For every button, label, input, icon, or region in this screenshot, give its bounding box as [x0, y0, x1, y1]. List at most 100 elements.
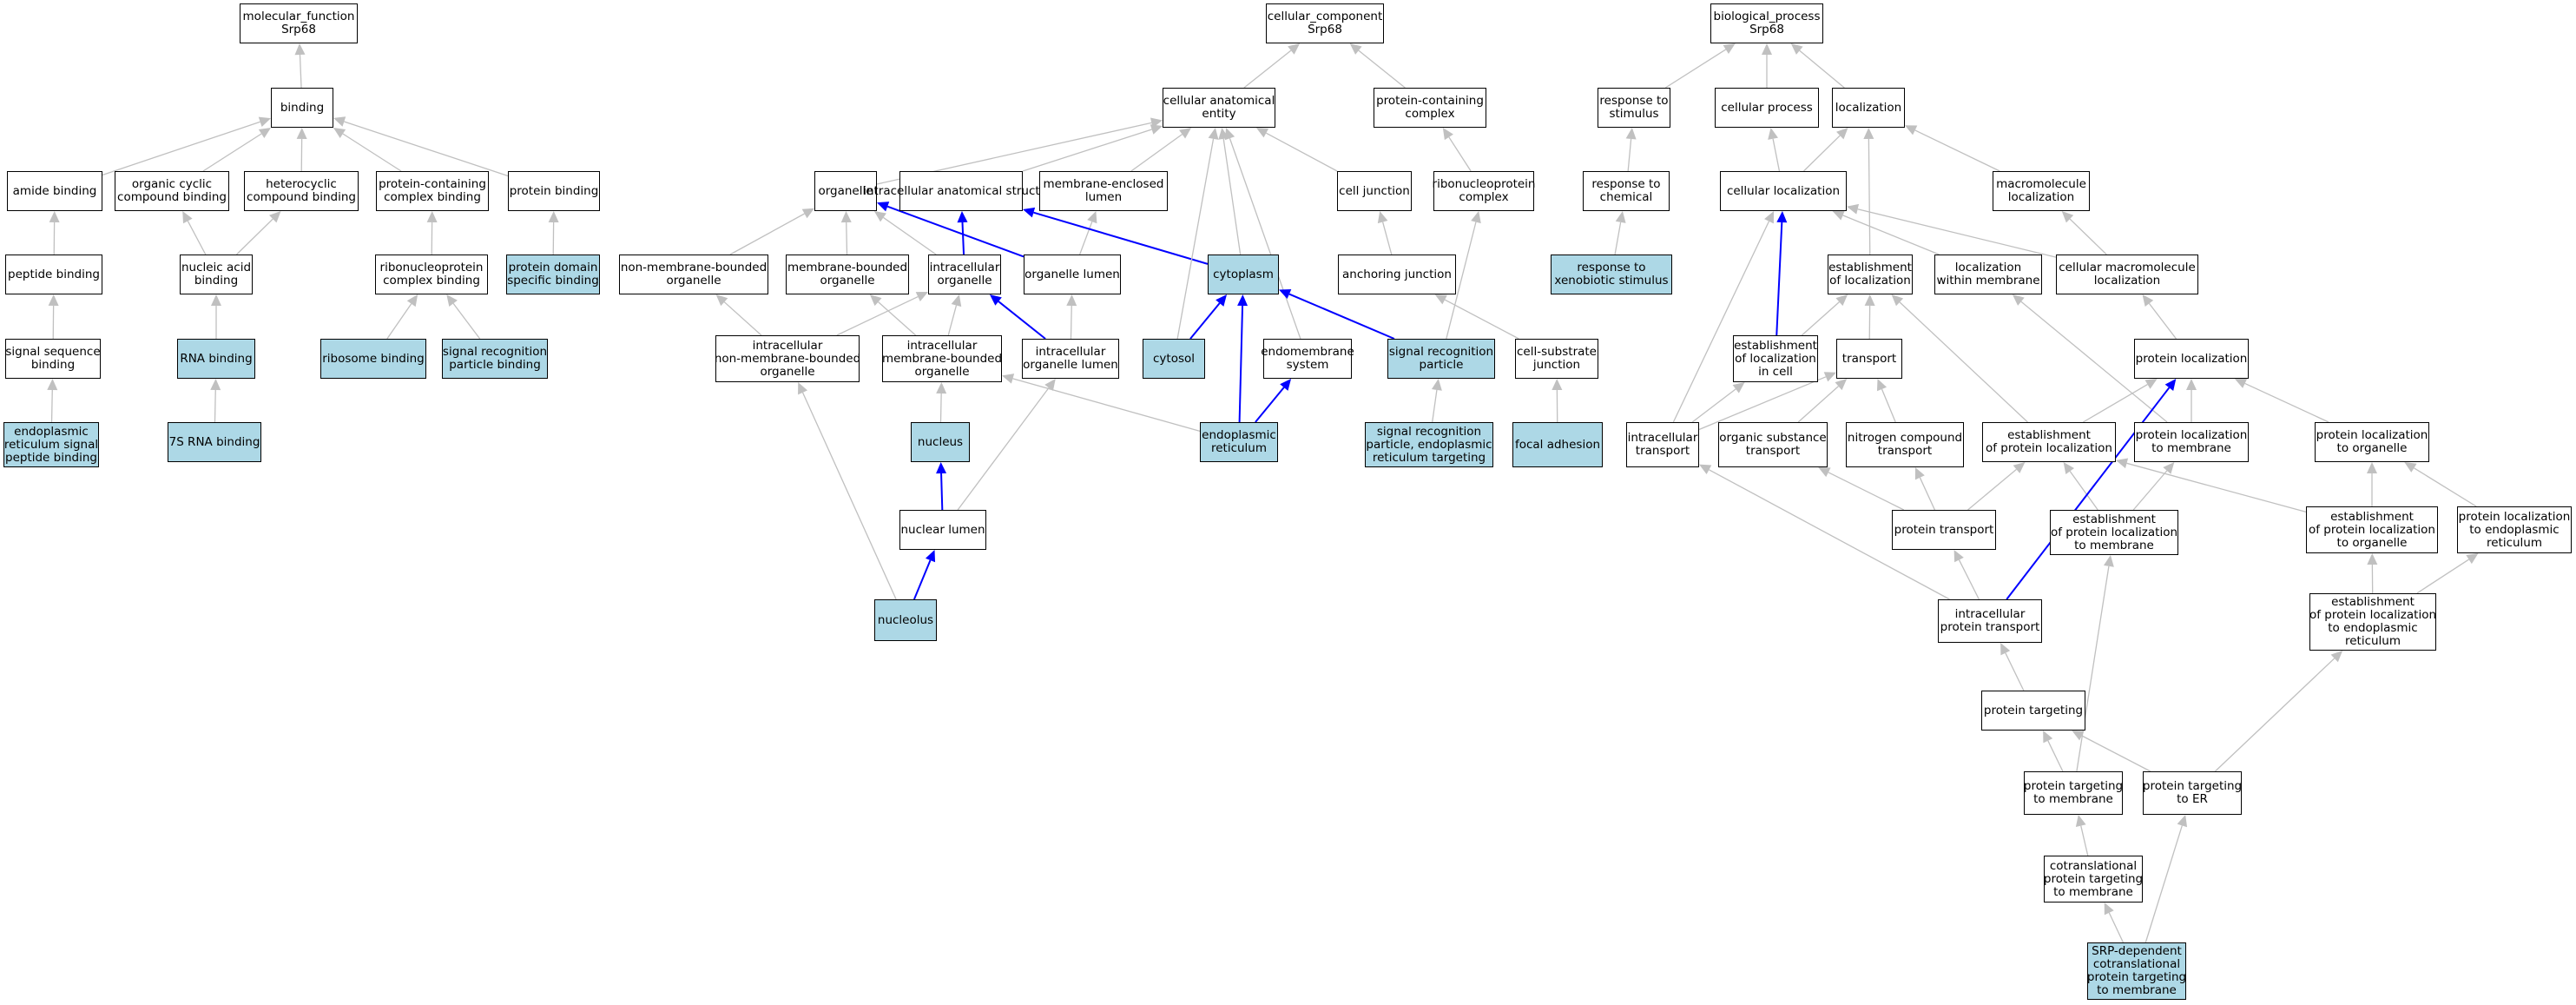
node-cytosol[interactable]: cytosol: [1143, 339, 1205, 379]
node-protein-targeting[interactable]: protein targeting: [1981, 691, 2085, 731]
node-label-line: to endoplasmic: [2469, 522, 2560, 537]
edge-response_stimulus-to-bp_root: [1664, 49, 1727, 89]
edge-arrowhead: [1835, 379, 1848, 391]
node-label-line: organic cyclic: [131, 177, 213, 191]
node-cytoplasm[interactable]: cytoplasm: [1208, 255, 1279, 294]
node-protein-transport[interactable]: protein transport: [1892, 510, 1996, 550]
node-label-line: particle, endoplasmic: [1366, 437, 1492, 452]
node-anchoring-junction[interactable]: anchoring junction: [1338, 255, 1456, 294]
edge-arrowhead: [1790, 43, 1803, 55]
node-nuclear-lumen[interactable]: nuclear lumen: [899, 510, 986, 550]
node-ribosome-binding[interactable]: ribosome binding: [320, 339, 426, 379]
node-amide-binding[interactable]: amide binding: [7, 171, 102, 211]
edge-arrowhead: [989, 294, 1002, 306]
node-7s-rna-binding[interactable]: 7S RNA binding: [168, 422, 261, 462]
node-intracellular-anatomical-structure[interactable]: intracellular anatomical structure: [863, 171, 1059, 211]
node-label-line: cellular anatomical: [1163, 94, 1275, 108]
node-cell-junction[interactable]: cell junction: [1337, 171, 1412, 211]
node-transport[interactable]: transport: [1836, 339, 1902, 379]
node-label-line: heterocyclic: [266, 177, 337, 191]
edge-mel-to-cae: [1130, 134, 1183, 172]
edge-cell_junction-to-cae: [1266, 132, 1338, 172]
edge-arrowhead: [1699, 464, 1712, 475]
node-protein-binding[interactable]: protein binding: [508, 171, 600, 211]
node-peptide-binding[interactable]: peptide binding: [5, 255, 102, 294]
edge-est_loc_in_cell-to-cellular_localization: [1776, 221, 1783, 336]
node-nucleolus[interactable]: nucleolus: [874, 599, 937, 641]
node-label-line: organelle: [818, 183, 873, 198]
node-label-line: of protein localization: [2309, 608, 2437, 622]
node-protein-localization[interactable]: protein localization: [2134, 339, 2249, 379]
node-focal-adhesion[interactable]: focal adhesion: [1512, 422, 1603, 467]
edge-arrowhead: [2330, 651, 2343, 663]
edge-cytosol-to-cae: [1176, 138, 1215, 340]
node-organelle-lumen[interactable]: organelle lumen: [1024, 255, 1121, 294]
edge-cytosol-to-cytoplasm: [1189, 302, 1221, 340]
node-localization[interactable]: localization: [1832, 88, 1905, 128]
edge-arrowhead: [1823, 372, 1836, 382]
node-label-line: nucleic acid: [181, 261, 252, 274]
node-binding[interactable]: binding: [271, 88, 333, 128]
edge-arrowhead: [2013, 462, 2026, 473]
node-label-line: Srp68: [1308, 23, 1342, 36]
node-nucleus[interactable]: nucleus: [911, 422, 970, 462]
node-label-line: system: [1286, 358, 1329, 372]
node-cellular-process[interactable]: cellular process: [1715, 88, 1819, 128]
node-cellular-localization[interactable]: cellular localization: [1720, 171, 1847, 211]
node-label-line: intracellular: [1627, 431, 1698, 445]
node-rna-binding[interactable]: RNA binding: [177, 339, 255, 379]
node-label-line: complex binding: [383, 274, 480, 288]
node-organelle[interactable]: organelle: [814, 171, 877, 211]
